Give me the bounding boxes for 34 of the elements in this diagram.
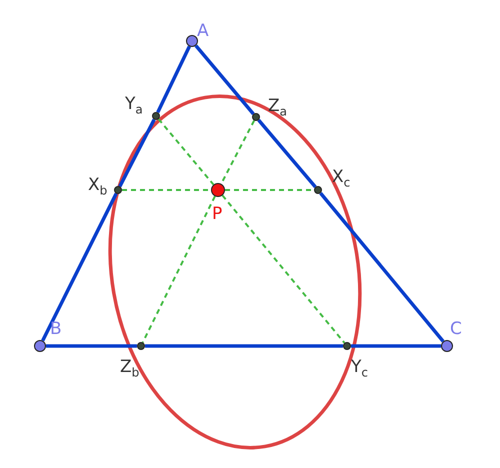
point-label: Y$_{c}$: [351, 358, 368, 382]
dashed-line: [225, 189, 314, 191]
triangle-side: [257, 118, 317, 188]
triangle-side: [194, 44, 255, 116]
point-marker: [314, 186, 322, 194]
point-marker: [152, 112, 160, 120]
triangle-side: [351, 344, 441, 348]
dashed-line: [122, 189, 211, 191]
point-marker: [114, 186, 122, 194]
point-label: C: [450, 320, 462, 338]
point-marker: [34, 340, 46, 352]
point-marker: [137, 342, 145, 350]
point-label: B: [50, 320, 62, 338]
point-label: Z$_{b}$: [120, 358, 140, 382]
triangle-side: [145, 344, 343, 348]
point-marker: [343, 342, 351, 350]
dashed-line: [158, 118, 214, 186]
point-label: Y$_{a}$: [125, 95, 143, 118]
point-label: X$_{c}$: [332, 168, 350, 192]
point-label: X$_{b}$: [88, 176, 108, 200]
point-marker: [252, 113, 260, 121]
triangle-side: [41, 192, 118, 342]
point-marker: [441, 340, 453, 352]
dashed-line: [142, 196, 216, 343]
point-label: A: [197, 22, 209, 40]
triangle-side: [156, 46, 191, 114]
point-label: Z$_{a}$: [268, 97, 288, 120]
triangle-side: [46, 344, 137, 348]
triangle-side: [118, 118, 156, 188]
point-marker: [186, 35, 198, 47]
center-point: [211, 183, 225, 197]
dashed-line: [222, 194, 346, 344]
point-label: P: [212, 205, 222, 223]
triangle-side: [319, 192, 445, 342]
